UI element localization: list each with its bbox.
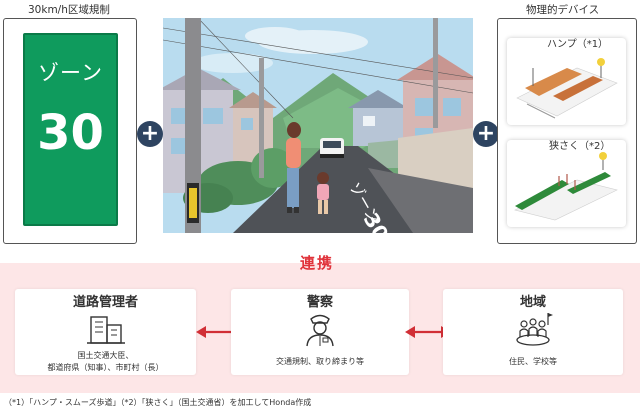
community-card: 地域 住民、学校等 [443,289,623,375]
plus-icon-right: + [473,121,499,147]
police-card: 警察 交通規制、取り締まり等 [231,289,409,375]
street-illustration: ゾーン 30 [163,18,473,233]
zone-regulation-caption: 30km/h区域規制 [28,4,110,16]
hump-illustration [516,58,618,119]
hump-card: ハンプ（*1） [507,38,626,125]
plus-icon-left: + [137,121,163,147]
road-administrator-card: 道路管理者 国土交通大臣、 都道府県（知事）、市町村（長） [15,289,196,375]
hump-label: ハンプ（*1） [547,39,609,50]
zone30-sign: ゾーン 30 [23,33,118,226]
police-officer-icon [306,314,334,347]
road-administrator-line2: 都道府県（知事）、市町村（長） [47,363,164,372]
police-title: 警察 [306,295,333,310]
government-building-icon [86,316,125,344]
narrow-illustration [514,152,618,221]
road-administrator-title: 道路管理者 [72,295,138,310]
community-people-icon [516,313,553,346]
footnote: （*1）「ハンプ・スムーズ歩道」（*2）「狭さく」（国土交通省）を加工してHon… [4,398,312,407]
zone30-sign-text: ゾーン [38,61,103,85]
police-description: 交通規制、取り締まり等 [276,357,364,366]
narrow-label: 狭さく（*2） [549,141,611,152]
road-administrator-line1: 国土交通大臣、 [77,351,134,360]
zone30-sign-number: 30 [37,105,104,161]
narrow-card: 狭さく（*2） [507,140,626,227]
cooperation-title: 連携 [300,254,335,272]
community-description: 住民、学校等 [509,357,557,366]
community-title: 地域 [519,295,546,310]
physical-devices-caption: 物理的デバイス [526,4,600,16]
